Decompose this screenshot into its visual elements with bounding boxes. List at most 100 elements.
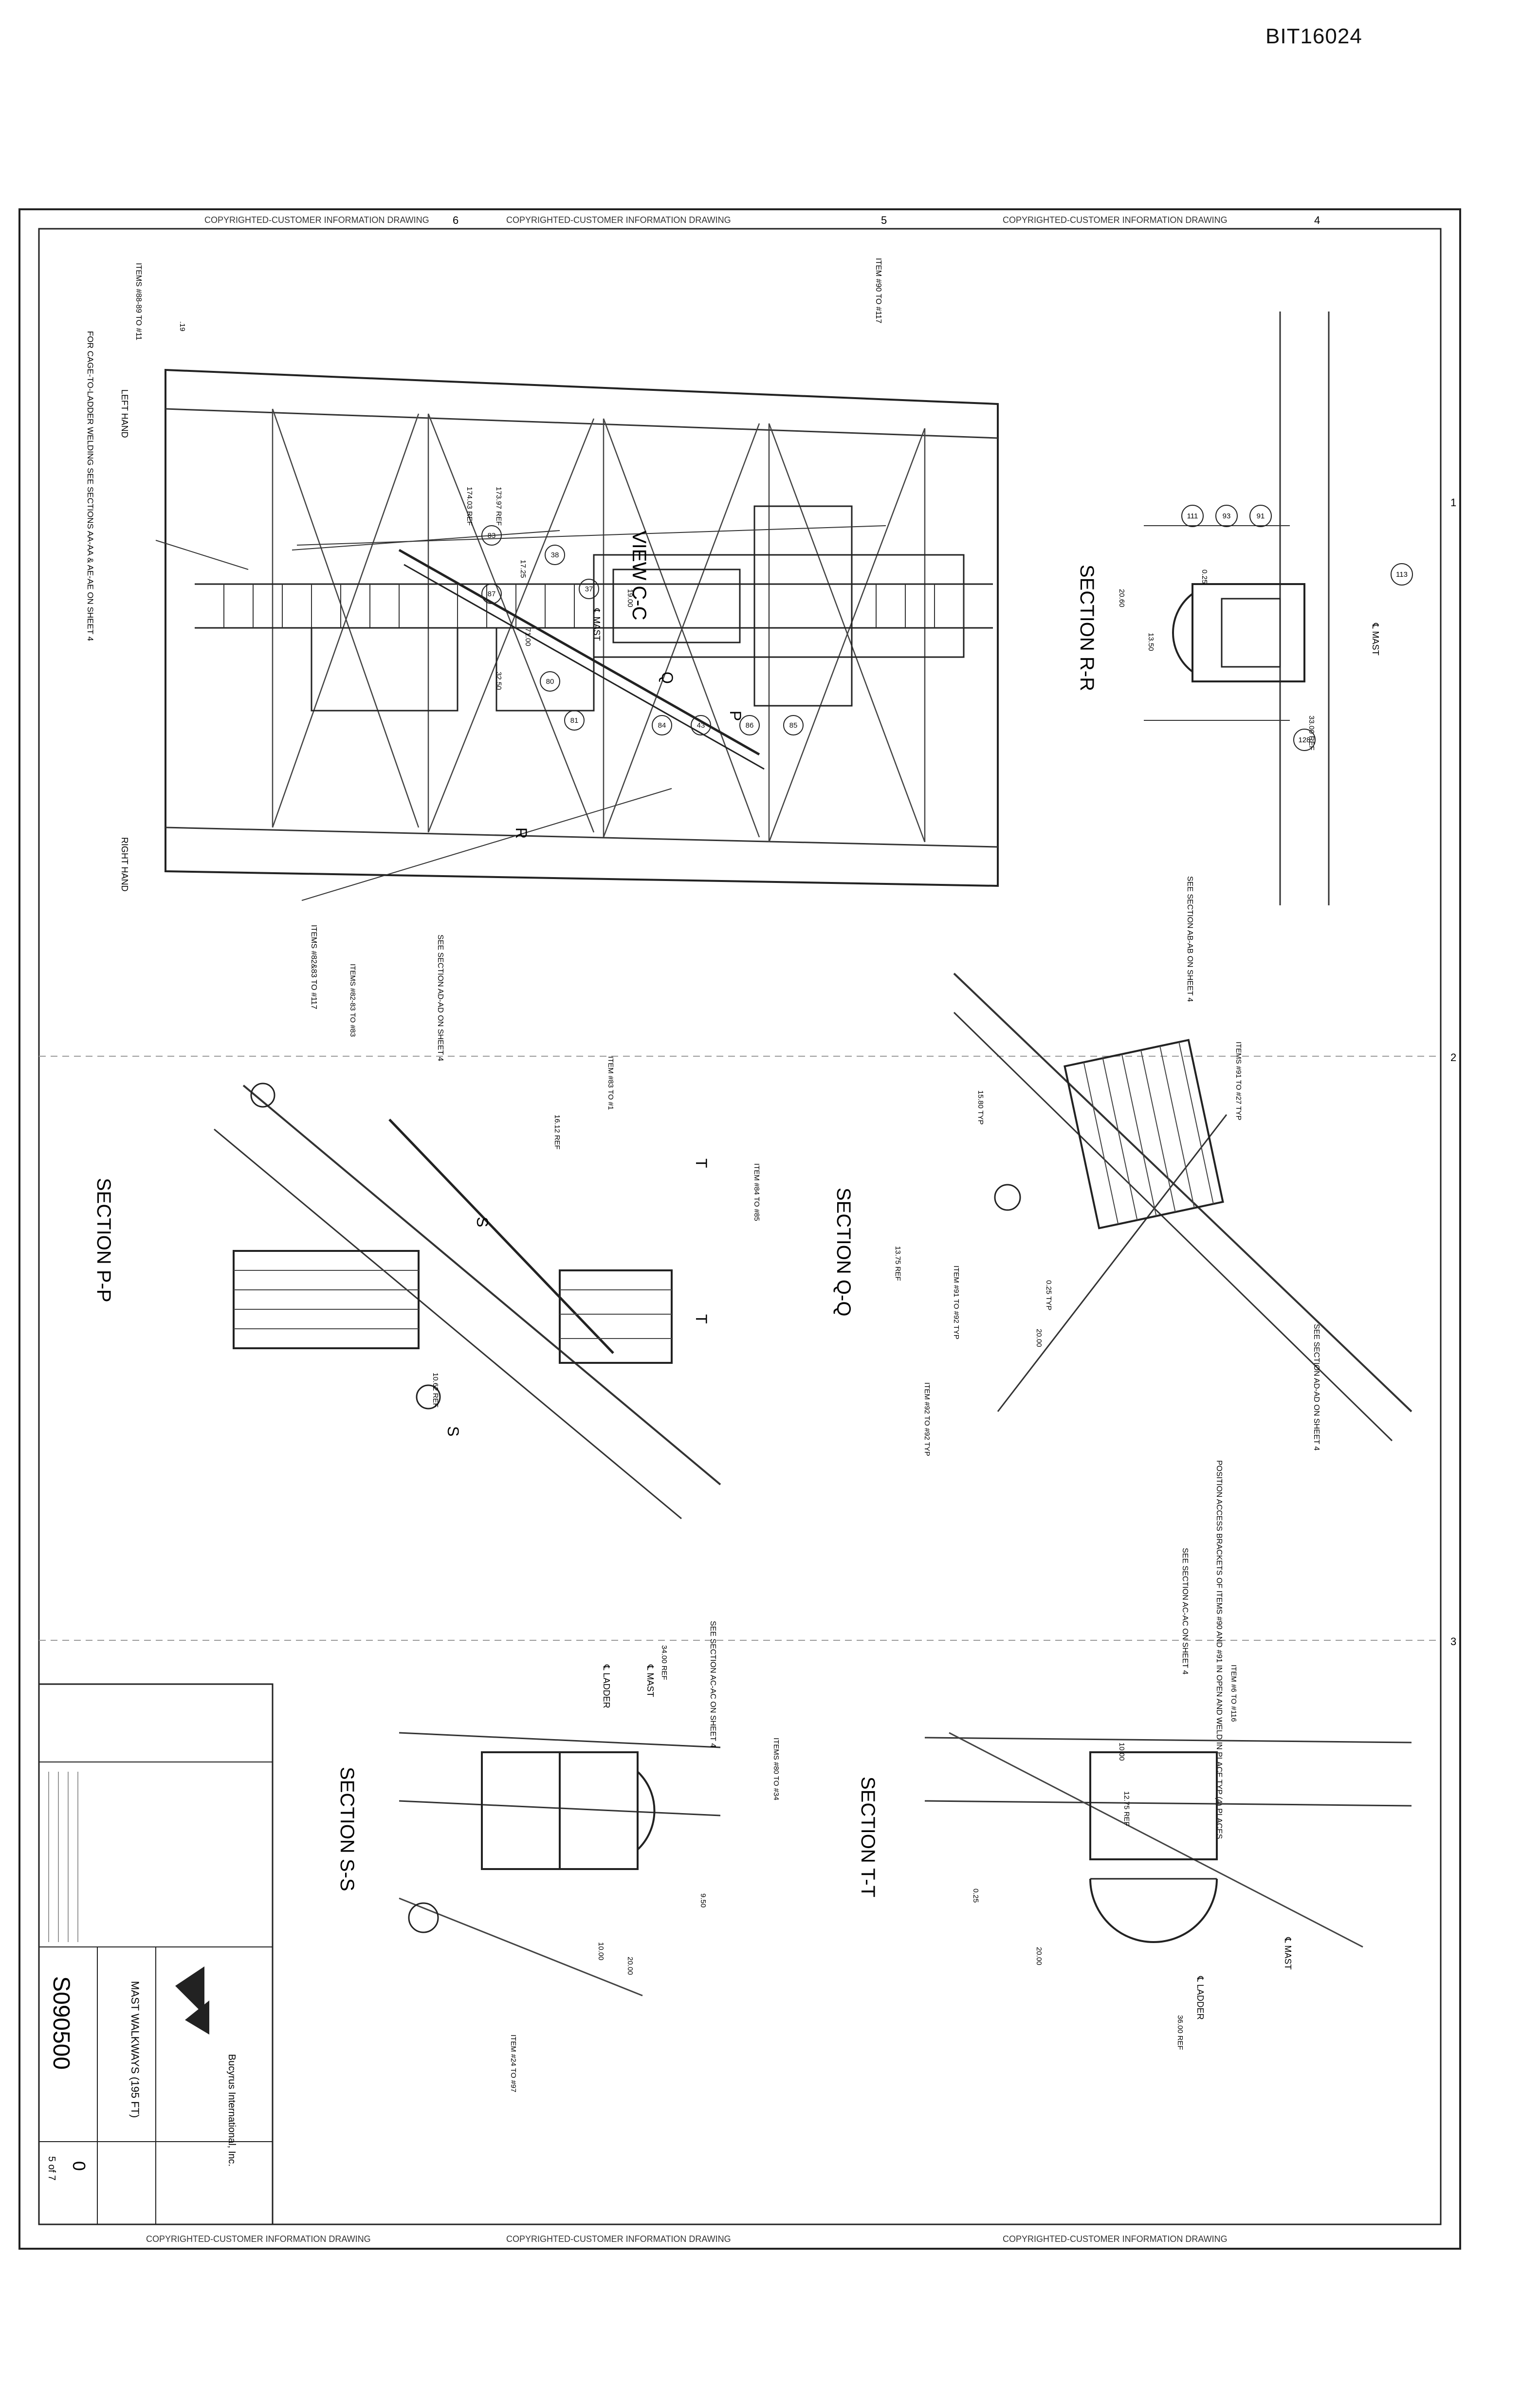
balloon: 37 — [585, 585, 593, 593]
dimension: 36.00 REF — [1176, 2015, 1184, 2050]
section-pp: SECTION P-P T T S S SEE SECTION AD-AD ON… — [93, 935, 761, 1520]
dimension: 17.25 — [519, 560, 527, 578]
dimension: 34.00 REF — [660, 1645, 668, 1680]
zone-number: 4 — [1314, 214, 1320, 226]
section-qq: SECTION Q-Q SEE SECTION AB-AB ON SHEET 4… — [833, 876, 1412, 1839]
company-name: Bucyrus International, Inc. — [226, 2054, 237, 2166]
walkway-grating — [559, 1269, 673, 1364]
section-tt: SECTION T-T ℄ MAST ℄ LADDER SEE SECTION … — [857, 1548, 1412, 2050]
dimension: 19.00 — [626, 589, 634, 607]
view-title: SECTION S-S — [336, 1767, 358, 1891]
dimension: 71.00 — [524, 628, 532, 646]
dimension: 173.97 REF — [495, 487, 503, 526]
item-note: ITEMS #82-83 TO #83 — [348, 964, 357, 1037]
cutting-plane-label: Q — [659, 672, 676, 684]
note: SEE SECTION AD-AD ON SHEET 4 — [436, 935, 444, 1061]
dimension: 10.62 REF — [431, 1373, 440, 1408]
ladder-rungs — [223, 584, 964, 628]
zone-number: 2 — [1450, 1051, 1456, 1064]
dimension: 0.25 — [1200, 569, 1209, 584]
cutting-plane-label: P — [727, 711, 744, 721]
note: SEE SECTION AC-AC ON SHEET 4 — [1181, 1548, 1189, 1674]
balloon: 111 — [1187, 512, 1198, 520]
copyright-strip: COPYRIGHTED-CUSTOMER INFORMATION DRAWING — [204, 215, 429, 225]
item-note: ITEM #91 TO #92 TYP — [952, 1266, 960, 1339]
centerline-label: ℄ MAST — [592, 608, 602, 641]
balloon: 38 — [551, 551, 559, 559]
balloon: 84 — [658, 721, 666, 730]
cutting-plane-label: T — [693, 1158, 710, 1168]
view-title: VIEW C-C — [628, 531, 650, 620]
balloon: 91 — [1257, 512, 1265, 520]
balloon: 113 — [1396, 570, 1408, 579]
hand-label: LEFT HAND — [120, 389, 129, 438]
balloon-labels: 38 37 80 81 84 85 86 43 83 87 — [488, 532, 798, 730]
balloon: 43 — [697, 721, 705, 730]
copyright-strip: COPYRIGHTED-CUSTOMER INFORMATION DRAWING — [506, 2234, 731, 2244]
item-note: ITEMS #82&83 TO #117 — [310, 925, 318, 1009]
zone-number: 5 — [881, 214, 887, 226]
balloon: 87 — [488, 590, 496, 598]
cutting-plane-label: R — [513, 827, 530, 839]
revision: 0 — [69, 2161, 89, 2171]
copyright-strip: COPYRIGHTED-CUSTOMER INFORMATION DRAWING — [506, 215, 731, 225]
dimension: 9.50 — [699, 1893, 707, 1908]
dimension: 33.00 REF — [1307, 716, 1316, 751]
balloon: 93 — [1223, 512, 1231, 520]
dimension: 10.00 — [597, 1942, 605, 1961]
dimension: 12.75 REF — [1122, 1791, 1131, 1826]
cage-section — [1192, 583, 1305, 682]
section-rr: SECTION R-R ℄ MAST 20.60 13.50 33.00 REF… — [1076, 312, 1413, 905]
balloon: 86 — [746, 721, 754, 730]
item-note: ITEMS #80 TO #34 — [772, 1738, 780, 1800]
section-ss: SECTION S-S ℄ MAST ℄ LADDER SEE SECTION … — [336, 1621, 780, 2092]
item-note: ITEM #90 TO #117 — [874, 258, 882, 323]
zone-number: 1 — [1450, 496, 1456, 509]
outer-border — [18, 208, 1461, 2250]
dimension: 13.75 REF — [894, 1246, 902, 1281]
cage-section — [1089, 1751, 1218, 1860]
balloon: 81 — [570, 716, 579, 725]
centerline-label: ℄ LADDER — [602, 1664, 611, 1708]
item-note: ITEM #83 TO #1 — [606, 1056, 615, 1110]
zone-number: 3 — [1450, 1635, 1456, 1648]
view-title: SECTION P-P — [93, 1178, 114, 1303]
note: POSITION ACCESS BRACKETS OF ITEMS #90 AN… — [1215, 1460, 1223, 1839]
copyright-strip: COPYRIGHTED-CUSTOMER INFORMATION DRAWING — [146, 2234, 371, 2244]
dimension: 20.00 — [626, 1957, 634, 1975]
dimension: 20.00 — [1035, 1329, 1043, 1347]
zone-number: 6 — [453, 214, 458, 226]
cutting-plane-label: S — [474, 1217, 491, 1227]
cutting-plane-label: T — [693, 1314, 710, 1324]
dimension: 20.60 — [1118, 589, 1126, 607]
dimension: 10.00 — [1118, 1743, 1126, 1761]
centerline-label: ℄ MAST — [645, 1664, 655, 1697]
walkway-grating — [233, 1250, 420, 1349]
item-note: ITEMS #91 TO #27 TYP — [1234, 1042, 1243, 1120]
note: SEE SECTION AC-AC ON SHEET 4 — [709, 1621, 717, 1747]
dimension: 13.50 — [1147, 633, 1155, 651]
balloon: 83 — [488, 532, 496, 540]
dimension: 0.25 — [972, 1889, 980, 1903]
walkway-grating — [1063, 1039, 1224, 1229]
weld-symbol: .19 — [178, 321, 186, 331]
dimension: 0.25 TYP — [1045, 1280, 1053, 1310]
title-block: Bucyrus International, Inc. MAST WALKWAY… — [38, 1683, 274, 2225]
dimension: 15.80 TYP — [976, 1090, 985, 1125]
dimension: 32.50 — [495, 672, 503, 690]
view-title: SECTION Q-Q — [833, 1188, 854, 1316]
item-note: ITEM #24 TO #97 — [509, 2035, 517, 2092]
dimension: 20.00 — [1035, 1947, 1043, 1965]
balloon: 80 — [546, 678, 554, 686]
bucyrus-logo-icon — [175, 1966, 209, 2035]
document-id: BIT16024 — [1265, 24, 1362, 48]
drawing-number: S090500 — [48, 1976, 74, 2070]
walkway-grating — [495, 627, 595, 712]
copyright-strip: COPYRIGHTED-CUSTOMER INFORMATION DRAWING — [1003, 2234, 1228, 2244]
cutting-plane-label: S — [444, 1426, 462, 1436]
item-note: ITEMS #88-89 TO #11 — [134, 263, 143, 340]
item-note: ITEM #84 TO #85 — [752, 1163, 761, 1221]
note: SEE SECTION AB-AB ON SHEET 4 — [1186, 876, 1194, 1002]
walkway-grating — [311, 627, 458, 712]
balloon: 128 — [1298, 736, 1310, 744]
